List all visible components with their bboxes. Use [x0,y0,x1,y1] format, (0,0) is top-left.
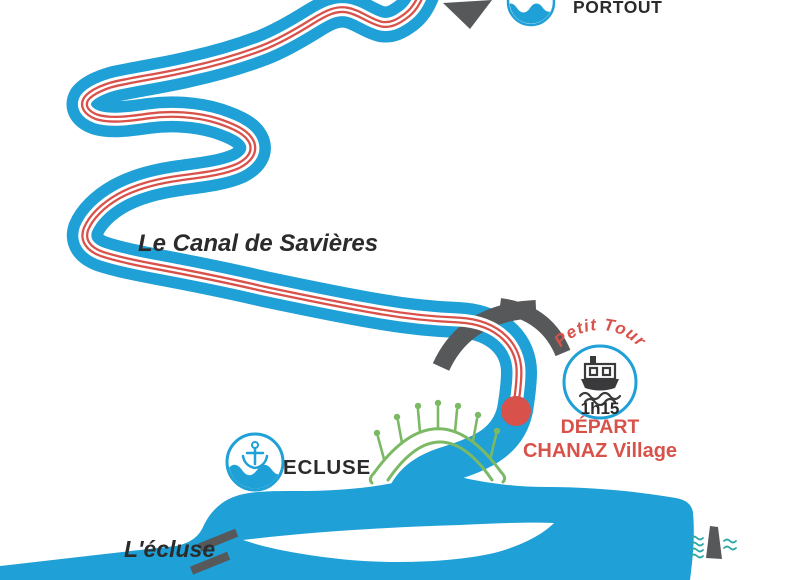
tour-badge: Petit Tour 1h15 DÉPART CHANAZ Village [523,315,677,462]
tour-duration-label: 1h15 [581,399,620,418]
river-split-gap [243,522,554,562]
lake-water [0,471,694,580]
portout-marker: PORTOUT [506,0,662,27]
ecluse-marker: ECLUSE [225,432,371,492]
boat-icon [578,356,622,407]
lock-gates-icon [189,528,239,575]
bridge-posts [373,399,501,461]
direction-arrow-icon [443,0,492,29]
depart-label-line2: CHANAZ Village [523,440,677,462]
lecluse-label: L'écluse [124,536,215,562]
bridge-icon [368,399,507,485]
departure-dot [501,396,531,426]
tour-route-line [78,0,526,412]
portout-label: PORTOUT [573,0,662,17]
canal-name-label: Le Canal de Savières [138,230,378,257]
anchor-glyph [241,441,269,470]
ecluse-label: ECLUSE [283,456,371,479]
depart-label-line1: DÉPART [561,415,640,438]
weir-icon [690,526,737,559]
